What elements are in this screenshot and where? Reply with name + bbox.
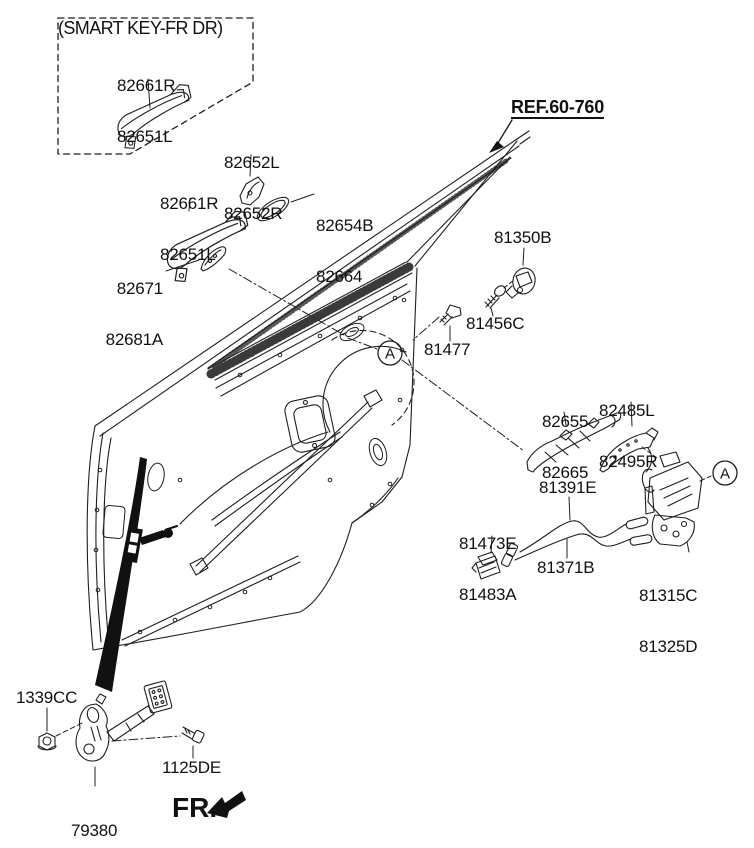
label-handle-bracket: 82485L 82495R <box>599 368 658 487</box>
smart-key-dashed-box <box>57 17 254 155</box>
part-number: 82495R <box>599 452 658 471</box>
label-checker-bolt: 1125DE <box>162 758 221 777</box>
detail-marker-a-door: A <box>377 340 403 366</box>
door-body <box>86 267 418 651</box>
part-number: 79380 <box>71 821 118 840</box>
door-checker-drawing <box>75 680 173 762</box>
dash-dot-lines <box>55 268 712 742</box>
label-checker-nut: 1339CC <box>16 688 78 707</box>
label-latch-cable: 81371B <box>537 558 595 577</box>
detail-marker-a-latch: A <box>712 460 738 486</box>
door-window-frame <box>94 130 531 437</box>
checker-bolt-drawing <box>181 726 205 744</box>
part-number: 82654B <box>316 216 374 235</box>
part-number: 81325D <box>639 637 698 656</box>
label-cable-clip: 81473E 81483A <box>459 501 517 620</box>
door-belt-channel <box>206 261 414 397</box>
fr-direction-label: FR. <box>172 792 218 823</box>
detail-a-arc <box>331 330 415 426</box>
ref-callout: REF.60-760 <box>511 97 605 119</box>
label-door-checker: 79380 79390 <box>71 788 117 848</box>
part-number: 82681A <box>105 330 164 349</box>
label-smartkey-handle: 82661R 82651L <box>117 43 176 162</box>
key-cover-drawing <box>200 246 227 272</box>
part-number: 82655 <box>542 412 589 431</box>
label-striker-screw: 81456C <box>466 314 525 333</box>
label-outside-handle: 82661R 82651L <box>160 161 219 280</box>
part-number: 82652R <box>224 204 283 223</box>
label-handle-pad: 82654B 82664 <box>316 183 374 302</box>
door-checker-emphasis <box>95 457 178 692</box>
part-number: 82651L <box>117 127 173 146</box>
label-handle-base: 82655 82665 <box>542 379 588 498</box>
panel-holes <box>93 295 407 635</box>
part-number: 81315C <box>639 586 698 605</box>
part-number: 82664 <box>316 267 363 286</box>
handle-bracket-drawing <box>599 427 659 473</box>
label-door-striker: 81350B <box>494 228 552 247</box>
handle-end-cap-drawing <box>239 176 265 206</box>
checker-nut-drawing <box>37 732 57 751</box>
part-number: 82652L <box>224 153 280 172</box>
door-latch-drawing <box>641 451 703 547</box>
part-number: 82485L <box>599 401 655 420</box>
regulator-plate <box>284 395 336 453</box>
part-number: 81473E <box>459 534 517 553</box>
detail-marker-letter: A <box>720 466 730 483</box>
detail-marker-letter: A <box>385 346 395 363</box>
door-bolt-drawing <box>439 304 462 326</box>
smart-key-note: (SMART KEY-FR DR) <box>58 18 223 38</box>
handle-base-drawing <box>526 412 622 473</box>
part-number: 82661R <box>160 194 219 213</box>
ref-arrow <box>489 119 513 153</box>
cable-clip-drawing <box>471 551 501 580</box>
handle-pad-drawing <box>256 196 290 222</box>
part-number: 82665 <box>542 463 589 482</box>
part-number: 82661R <box>117 76 176 95</box>
striker-drawing <box>505 267 536 299</box>
fr-direction-arrow <box>207 791 246 818</box>
label-door-bolt: 81477 <box>424 340 471 359</box>
label-door-latch: 81315C 81325D <box>639 553 698 672</box>
latch-cables-drawing <box>500 516 653 568</box>
part-number: 81483A <box>459 585 517 604</box>
label-handle-end-cap: 82652L 82652R <box>224 120 283 239</box>
part-number: 82651L <box>160 245 216 264</box>
label-key-cover: 82671 82681A <box>96 246 164 365</box>
leader-lines <box>46 78 690 787</box>
label-lock-cable: 81391E <box>539 478 597 497</box>
part-number: 82671 <box>116 279 163 298</box>
